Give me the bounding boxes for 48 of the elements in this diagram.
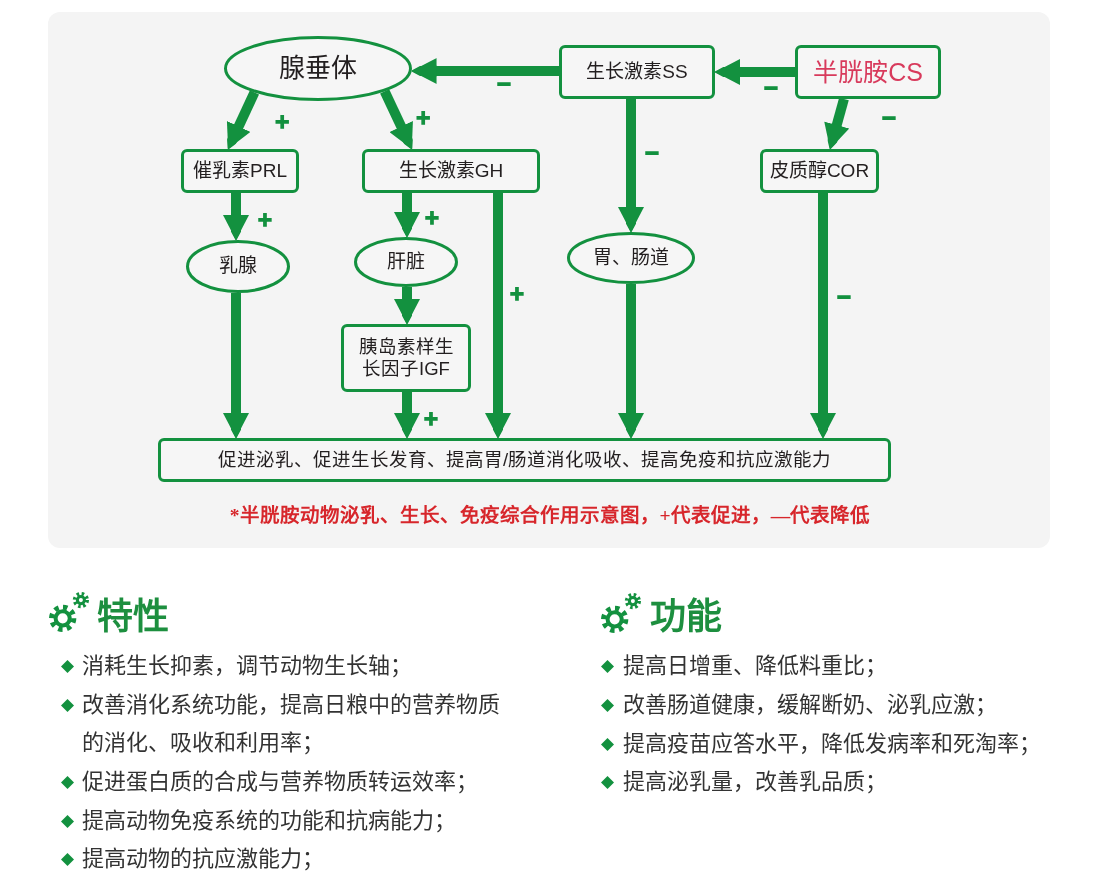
edge-label: + (274, 111, 291, 131)
process-box: 催乳素PRL (181, 149, 299, 193)
ellipse-node: 腺垂体 (224, 36, 412, 101)
arrow (223, 193, 249, 240)
process-box: 生长激素SS (559, 45, 715, 99)
list-item: 提高动物免疫系统的功能和抗病能力； (82, 806, 456, 835)
edge-label: − (763, 77, 779, 97)
process-box: 促进泌乳、促进生长发育、提高胃/肠道消化吸收、提高免疫和抗应激能力 (158, 438, 891, 482)
list-item: 改善肠道健康，缓解断奶、泌乳应激； (623, 690, 997, 719)
arrow (394, 193, 420, 237)
list-item: 促进蛋白质的合成与营养物质转运效率； (82, 767, 478, 796)
arrow (394, 287, 420, 324)
list-item: 提高疫苗应答水平，降低发病率和死淘率； (623, 729, 1041, 758)
arrow (380, 89, 414, 150)
edge-label: + (257, 209, 273, 229)
process-box: 皮质醇COR (760, 149, 879, 193)
list-item: 提高泌乳量，改善乳品质； (623, 767, 887, 796)
arrow (485, 193, 511, 438)
ellipse-node: 胃、肠道 (567, 232, 695, 284)
arrow (618, 284, 644, 438)
list-item: 提高日增重、降低料重比； (623, 651, 887, 680)
ellipse-node: 肝脏 (354, 237, 458, 287)
edge-label: + (415, 107, 432, 127)
list-item: 改善消化系统功能，提高日粮中的营养物质的消化、吸收和利用率； (82, 690, 501, 758)
arrow (223, 293, 249, 438)
edge-label: + (423, 408, 439, 428)
edge-label: − (836, 286, 852, 306)
arrow (618, 99, 644, 232)
caption: *半胱胺动物泌乳、生长、免疫综合作用示意图，+代表促进，—代表降低 (229, 504, 871, 528)
list-item: 消耗生长抑素，调节动物生长轴； (82, 651, 412, 680)
ellipse-node: 乳腺 (186, 240, 290, 293)
edge-label: − (881, 107, 897, 127)
process-box: 生长激素GH (362, 149, 540, 193)
section-heading: 特性 (97, 597, 169, 637)
process-box: 胰岛素样生长因子IGF (341, 324, 471, 392)
arrow (824, 97, 850, 150)
section-heading: 功能 (650, 597, 722, 637)
arrow (226, 90, 259, 150)
arrow (810, 193, 836, 438)
arrow (715, 59, 795, 85)
list-item: 提高动物的抗应激能力； (82, 844, 324, 873)
edge-label: − (644, 142, 660, 162)
edge-label: + (509, 283, 525, 303)
arrow (394, 392, 420, 438)
arrow (411, 58, 559, 84)
process-box: 半胱胺CS (795, 45, 941, 99)
edge-label: − (495, 73, 512, 93)
edge-label: + (424, 207, 440, 227)
